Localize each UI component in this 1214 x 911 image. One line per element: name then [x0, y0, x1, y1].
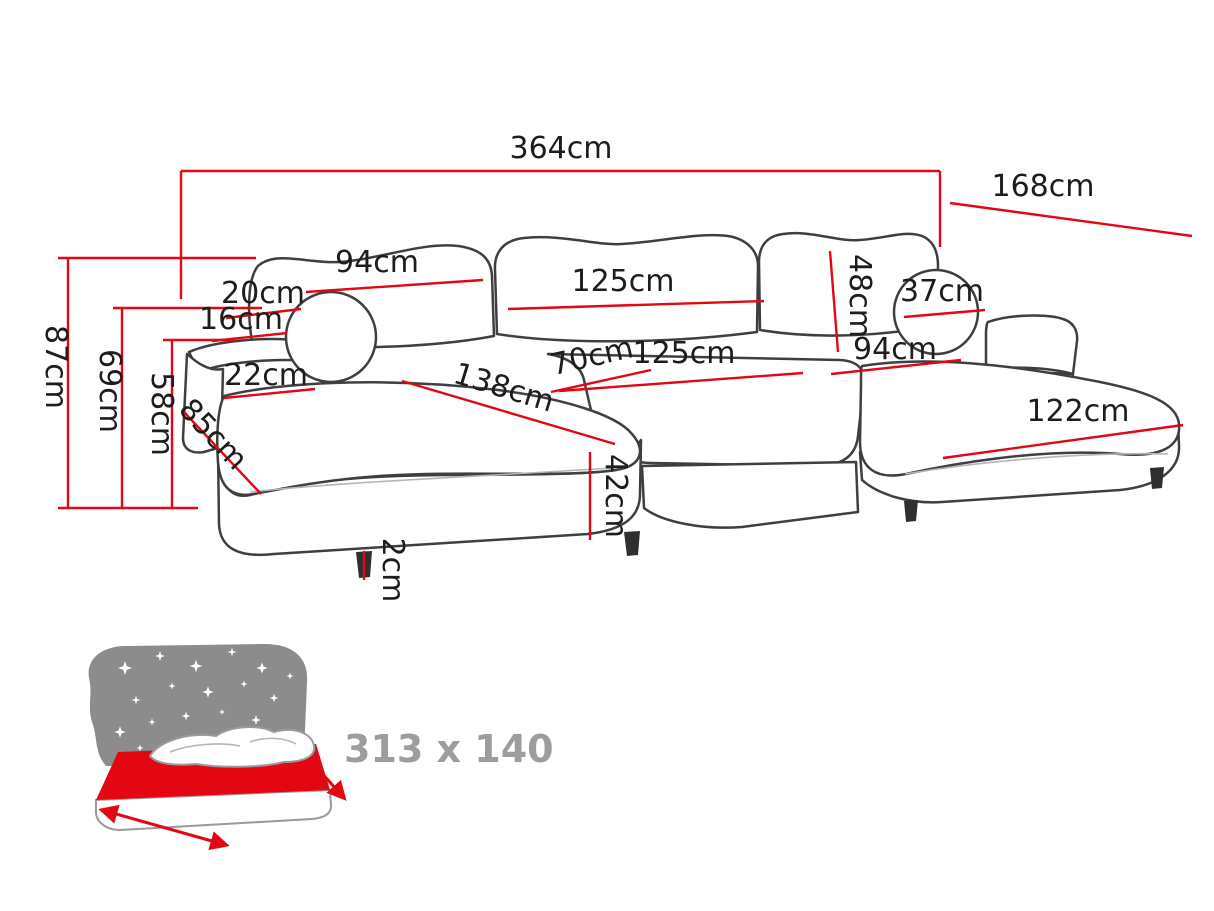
right-chaise-seam [904, 452, 1169, 475]
right-chaise-cushion [858, 360, 1181, 477]
middle-seat-front [640, 460, 860, 529]
dim-line-total-height [58, 256, 256, 508]
back-pillow-middle [493, 233, 760, 343]
left-armrest [181, 337, 316, 454]
dim-line-back-left-width [305, 278, 484, 294]
dim-line-chaise-length [401, 379, 616, 446]
left-armrest-side [181, 352, 225, 454]
leg-right-inner [904, 500, 918, 522]
right-round-pillow [892, 268, 980, 356]
dim-line-back-top-depth [225, 307, 302, 320]
dim-line-seat-depth [550, 368, 652, 394]
label-back-lower-depth: 16cm [199, 302, 283, 337]
dim-line-total-depth [949, 201, 1193, 238]
dim-line-round-pillow [903, 308, 986, 319]
label-back-top-depth: 20cm [221, 276, 305, 311]
label-armrest-width: 22cm [224, 358, 308, 393]
left-chaise [216, 381, 643, 557]
dim-line-back-cushion-height [828, 250, 840, 353]
right-chaise [858, 360, 1181, 504]
label-seat-middle-width: 125cm [633, 336, 736, 371]
dim-line-back-middle-width [507, 299, 765, 311]
dim-line-backrest-height [113, 306, 262, 508]
label-back-left-width: 94cm [335, 245, 419, 280]
sleeping-area-size: 313 x 140 [344, 727, 554, 771]
dim-line-chaise-width [183, 411, 262, 495]
label-seat-height: 42cm [598, 454, 633, 538]
left-chaise-cushion [216, 381, 642, 497]
label-leg-height: 2cm [375, 538, 410, 603]
blanket [148, 726, 316, 768]
blanket-fold [169, 743, 241, 753]
label-total-height: 87cm [38, 325, 73, 409]
dim-line-seat-middle-width [558, 371, 804, 393]
label-armrest-height: 58cm [144, 372, 179, 456]
label-backrest-height: 69cm [92, 349, 127, 433]
leg-right-outer [1150, 467, 1164, 489]
label-back-cushion-height: 48cm [842, 254, 877, 338]
dim-line-back-lower-depth [211, 331, 288, 343]
dim-line-seat-right-width [830, 358, 962, 376]
depth-arrow [310, 761, 347, 801]
dim-line-right-chaise-length [942, 423, 1184, 460]
sofa-legs [356, 467, 1164, 578]
label-total-depth: 168cm [992, 169, 1095, 204]
label-right-chaise-length: 122cm [1027, 394, 1130, 429]
sleeping-area-icon: 313 x 140 [88, 643, 554, 851]
blanket-fold [249, 737, 297, 745]
sofa-drawing [181, 231, 1181, 578]
left-chaise-seam [249, 467, 613, 493]
dimension-lines [58, 169, 1193, 580]
dim-line-total-width [179, 169, 942, 299]
label-total-width: 364cm [510, 131, 613, 166]
leg-front-middle [624, 531, 640, 556]
label-round-pillow-diameter: 37cm [900, 274, 984, 309]
label-back-middle-width: 125cm [572, 264, 675, 299]
dim-line-armrest-width [223, 387, 316, 400]
width-arrow [98, 804, 230, 851]
label-seat-right-width: 94cm [853, 332, 937, 367]
